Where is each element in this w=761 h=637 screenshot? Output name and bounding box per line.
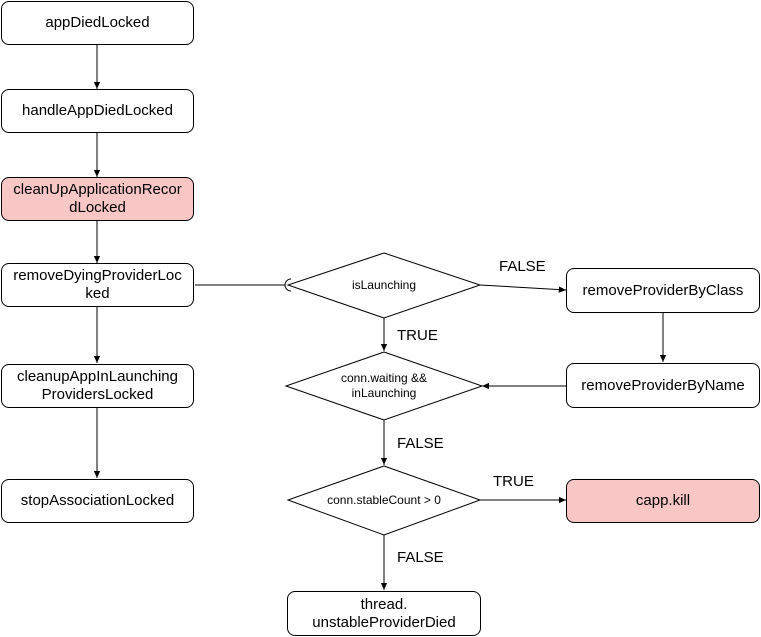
node-thread-unstable-provider-died: thread. unstableProviderDied	[287, 591, 481, 636]
edge-label-connwaiting-false: FALSE	[397, 435, 444, 452]
decision-is-launching	[286, 252, 482, 319]
decision-is-launching-label: isLaunching	[351, 278, 417, 292]
edge-label-stablecount-false: FALSE	[397, 549, 444, 566]
node-app-died-locked: appDiedLocked	[1, 1, 194, 45]
edge-islaunching-false	[479, 284, 567, 293]
node-remove-provider-by-class: removeProviderByClass	[566, 268, 760, 313]
node-capp-kill: capp.kill	[566, 479, 760, 523]
decision-conn-waiting	[284, 351, 484, 421]
node-cleanup-app-in-launching-providers-locked: cleanupAppInLaunching ProvidersLocked	[1, 364, 194, 408]
edge-label-stablecount-true: TRUE	[493, 473, 534, 490]
edge-islaunching-socket	[284, 278, 292, 292]
node-remove-dying-provider-locked: removeDyingProviderLoc ked	[1, 263, 194, 307]
decision-stable-count	[286, 465, 482, 536]
decision-stable-count-label: conn.stableCount > 0	[327, 493, 441, 507]
decision-conn-waiting-label: conn.waiting && inLaunching	[340, 371, 428, 400]
node-stop-association-locked: stopAssociationLocked	[1, 479, 194, 523]
edge-label-islaunching-false: FALSE	[499, 258, 546, 275]
node-cleanup-application-record-locked: cleanUpApplicationRecor dLocked	[1, 177, 194, 221]
edge-label-islaunching-true: TRUE	[397, 327, 438, 344]
node-handle-app-died-locked: handleAppDiedLocked	[1, 89, 194, 133]
node-remove-provider-by-name: removeProviderByName	[566, 363, 760, 408]
